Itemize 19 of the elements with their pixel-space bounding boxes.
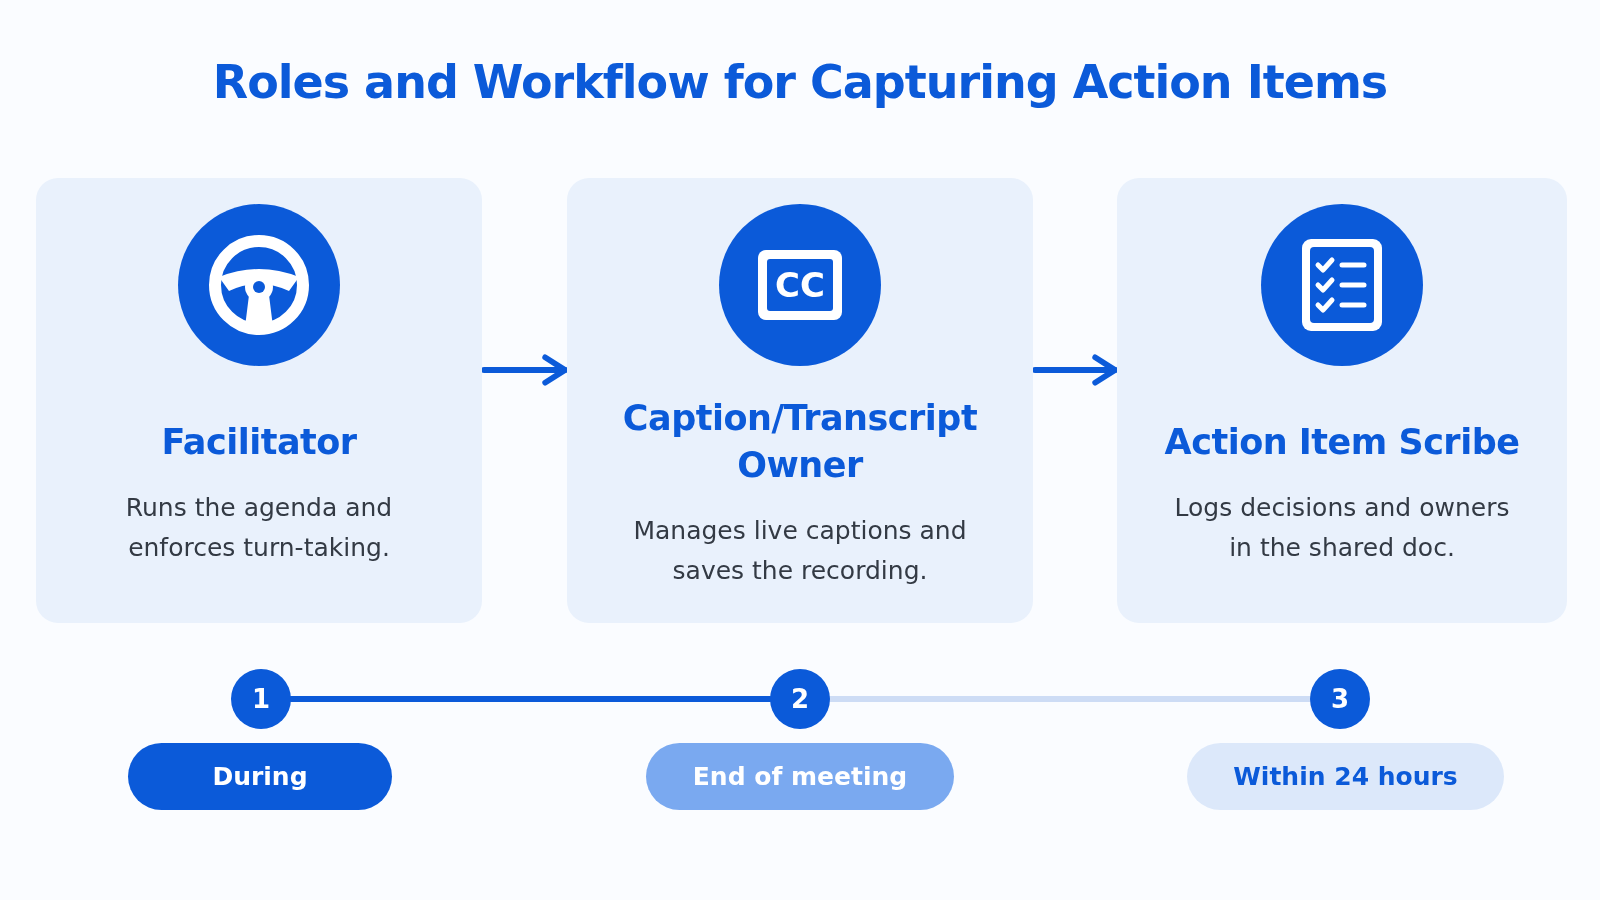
role-description: Runs the agenda and enforces turn-taking. <box>124 491 394 564</box>
role-title: Caption/Transcript Owner <box>621 397 979 487</box>
role-card <box>1117 178 1567 623</box>
role-title: Action Item Scribe <box>1164 420 1520 464</box>
caption-symbol-text: CC <box>774 264 826 307</box>
step-number: 1 <box>231 669 291 729</box>
role-description: Logs decisions and owners in the shared doc. <box>1174 491 1510 564</box>
arrow <box>481 354 568 386</box>
step-number: 3 <box>1310 669 1370 729</box>
timing-pill: End of meeting <box>646 743 954 810</box>
step-number: 2 <box>770 669 830 729</box>
role-card <box>36 178 482 623</box>
role-description: Manages live captions and saves the recording. <box>632 515 968 587</box>
role-card <box>567 178 1033 623</box>
role-title: Facilitator <box>161 420 357 464</box>
timing-pill: Within 24 hours <box>1187 743 1504 810</box>
arrow <box>1032 354 1118 386</box>
diagram-title: Roles and Workflow for Capturing Action Items <box>211 55 1389 109</box>
timing-pill: During <box>128 743 392 810</box>
